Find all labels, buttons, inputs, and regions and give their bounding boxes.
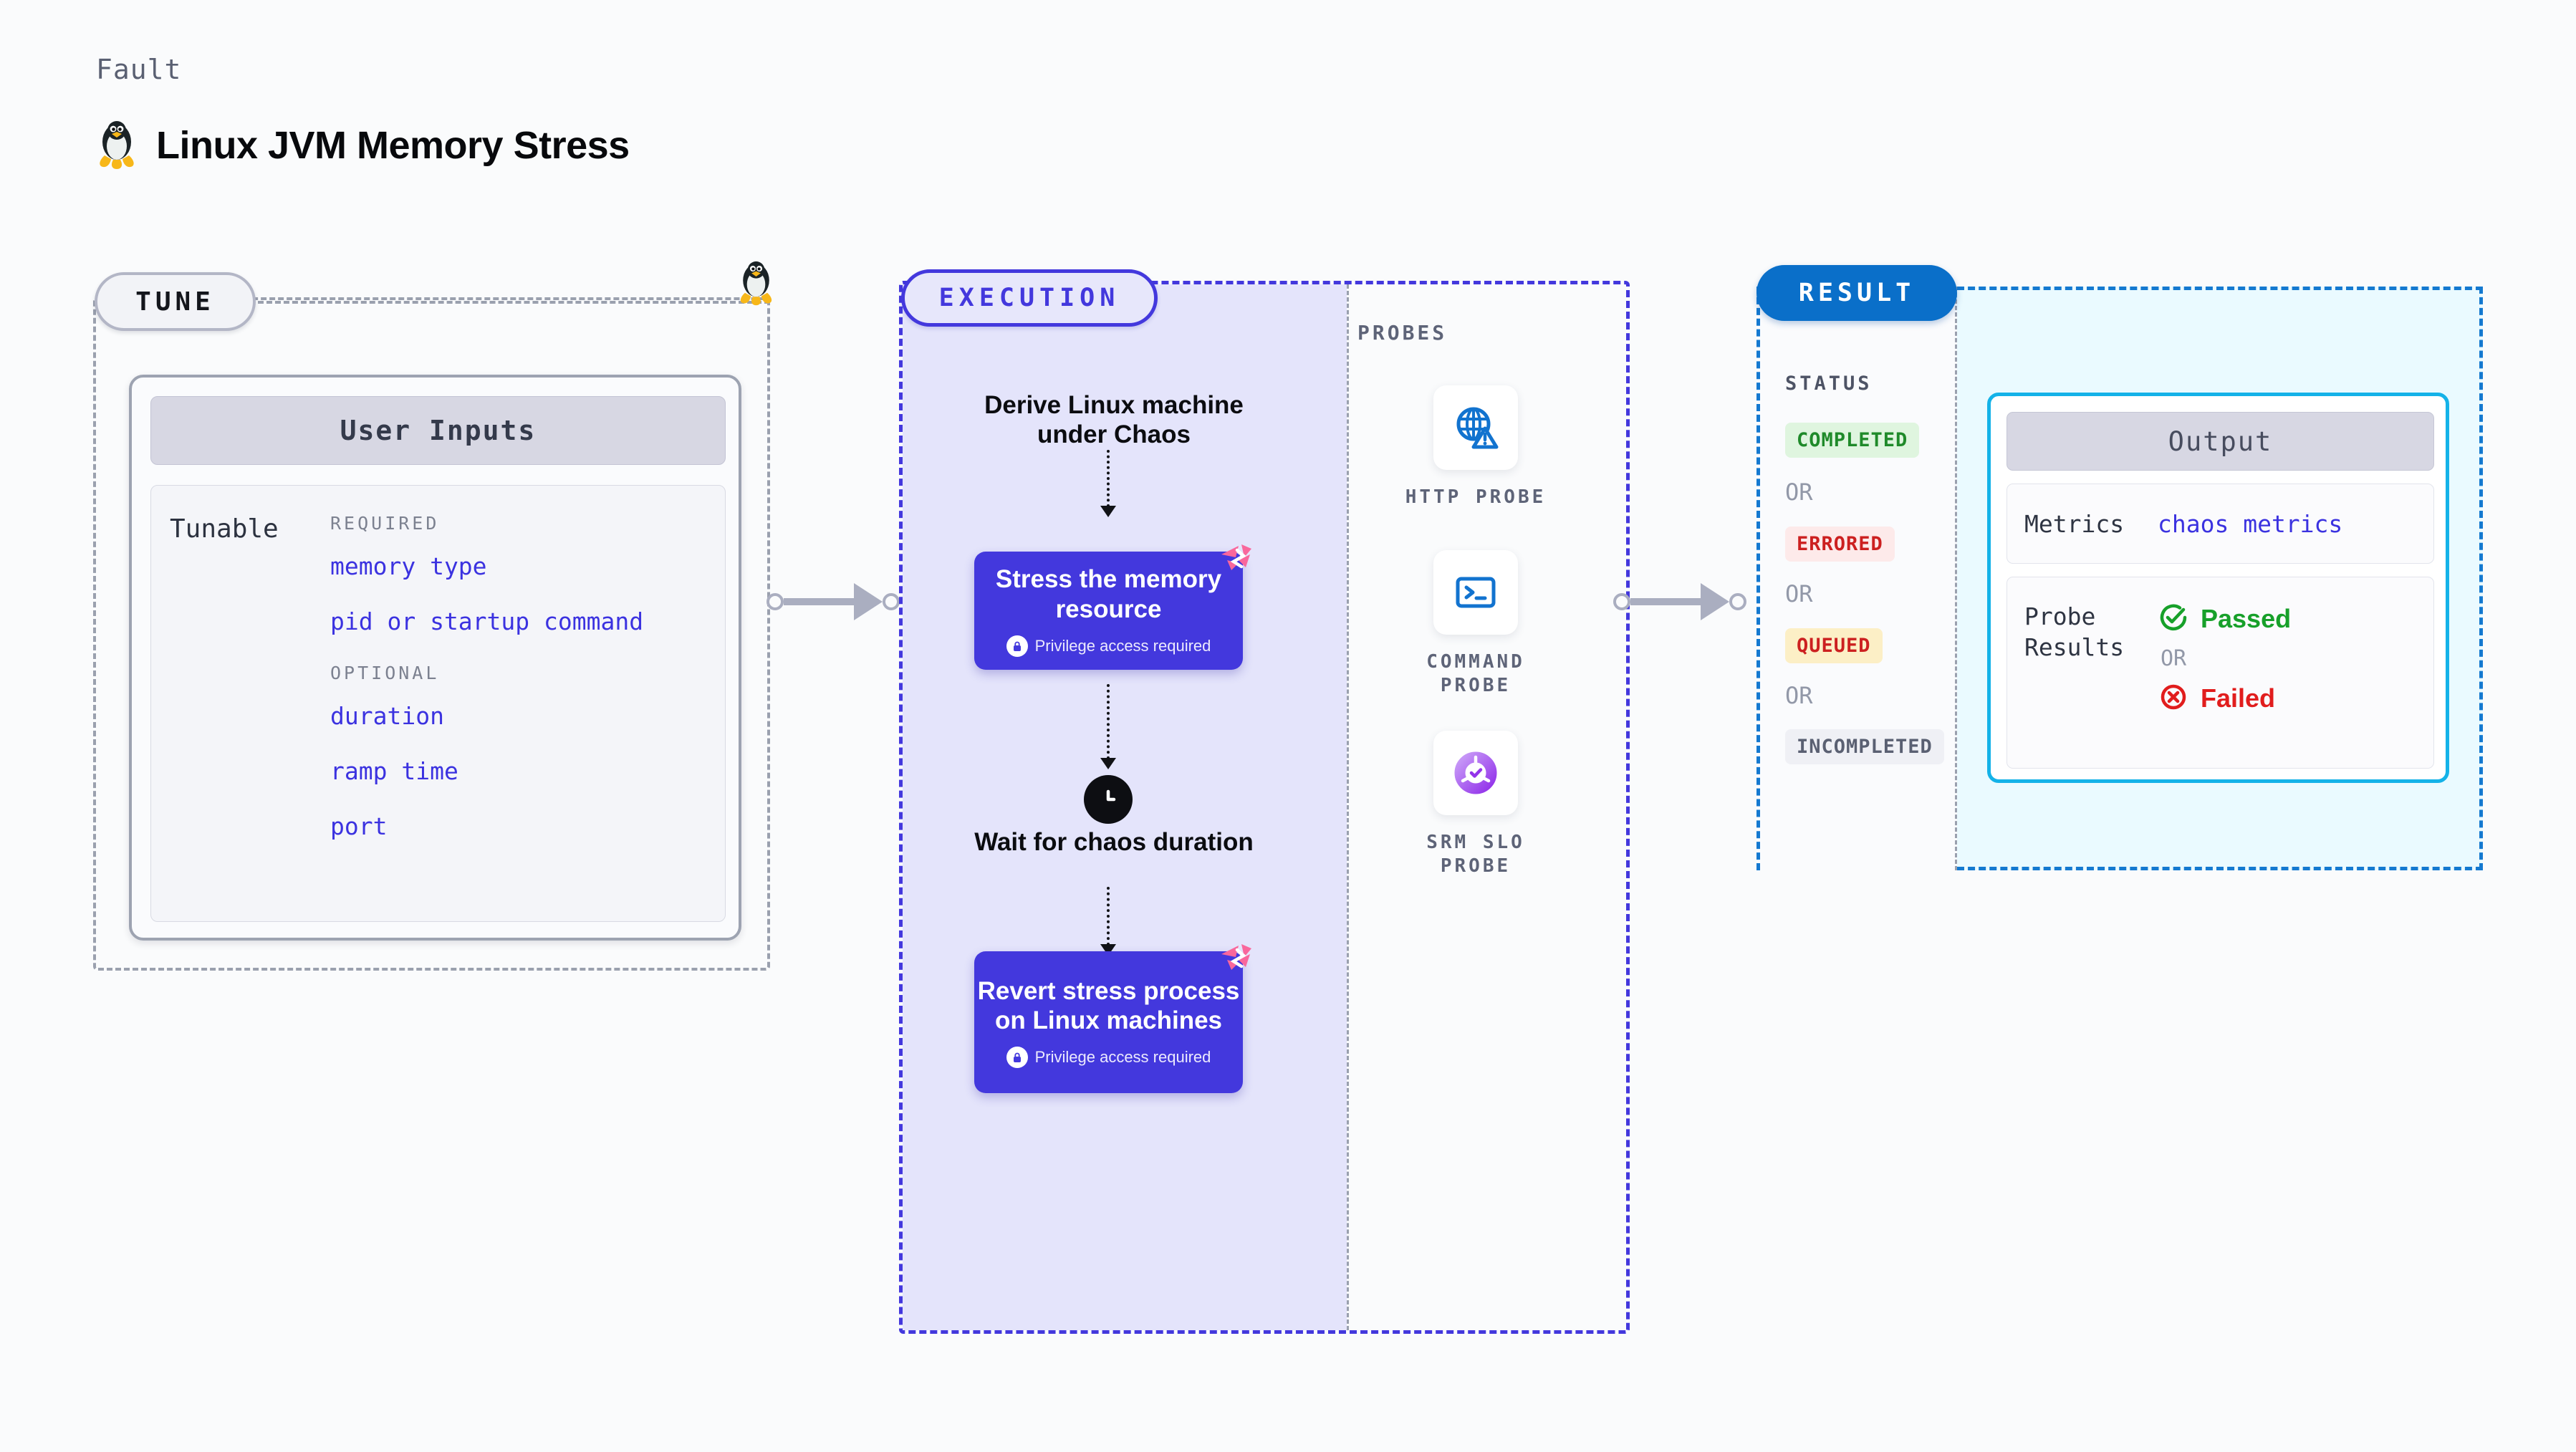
chaos-mark-icon: [1210, 533, 1261, 585]
connector-execution-to-result: [1613, 583, 1756, 620]
execution-flow-arrow-1: [1107, 450, 1110, 507]
connector-line: [784, 598, 855, 605]
status-badge-queued: QUEUED: [1785, 628, 1883, 663]
user-inputs-card: User Inputs Tunable REQUIRED memory type…: [129, 375, 741, 941]
result-badge-label: RESULT: [1798, 279, 1916, 307]
clock-icon: [1084, 775, 1133, 824]
result-status-column: [1756, 287, 1957, 870]
tunable-item-duration[interactable]: duration: [330, 702, 444, 730]
tunable-box: Tunable REQUIRED memory type pid or star…: [150, 485, 726, 922]
status-or-3: OR: [1785, 682, 1813, 709]
probes-divider: [1347, 284, 1349, 1330]
probe-results-label: Probe Results: [2024, 602, 2125, 661]
tune-stage-badge[interactable]: TUNE: [95, 272, 256, 331]
node-title: Revert stress process on Linux machines: [977, 976, 1240, 1034]
connector-arrowhead: [854, 583, 883, 620]
output-title: Output: [2168, 425, 2273, 457]
tunable-item-memory-type[interactable]: memory type: [330, 552, 487, 580]
probe-label-http: HTTP PROBE: [1405, 486, 1547, 508]
probes-title: PROBES: [1357, 321, 1448, 345]
status-badge-errored: ERRORED: [1785, 527, 1895, 562]
output-card: Output Metrics chaos metrics Probe Resul…: [1987, 393, 2449, 783]
lock-icon: [1006, 635, 1028, 657]
connector-start-dot: [1613, 593, 1630, 610]
lock-icon: [1006, 1047, 1028, 1069]
globe-warning-icon: [1433, 385, 1518, 470]
tune-leader-line: [258, 301, 770, 304]
probe-label-command: COMMAND PROBE: [1426, 651, 1525, 696]
probe-verdict-failed-label: Failed: [2201, 683, 2276, 713]
page-title: Linux JVM Memory Stress: [156, 124, 630, 167]
output-row-probe-results: Probe Results Passed OR: [2007, 577, 2434, 769]
chaos-mark-icon: [1210, 933, 1261, 984]
fault-title-row: Linux JVM Memory Stress: [96, 120, 630, 170]
result-stage-badge[interactable]: RESULT: [1756, 265, 1957, 321]
node-privilege-note: Privilege access required: [1006, 1047, 1211, 1069]
connector-line: [1630, 598, 1702, 605]
probe-item-http[interactable]: HTTP PROBE: [1386, 385, 1565, 509]
fault-eyebrow-label: Fault: [96, 54, 182, 85]
status-badge-completed: COMPLETED: [1785, 423, 1920, 458]
tunable-item-ramp-time[interactable]: ramp time: [330, 757, 458, 785]
probe-item-srm-slo[interactable]: SRM SLO PROBE: [1386, 731, 1565, 878]
probe-verdicts: Passed OR Failed: [2158, 602, 2291, 716]
connector-end-dot: [1729, 593, 1746, 610]
terminal-icon: [1433, 550, 1518, 635]
connector-tune-to-execution: [766, 583, 910, 620]
execution-node-revert-stress[interactable]: Revert stress process on Linux machines …: [974, 944, 1251, 1093]
execution-flow-arrow-3: [1107, 887, 1110, 946]
execution-badge-label: EXECUTION: [938, 284, 1120, 312]
output-header: Output: [2007, 412, 2434, 471]
execution-flow-arrow-2: [1107, 684, 1110, 759]
tunable-list: REQUIRED memory type pid or startup comm…: [330, 486, 643, 921]
slo-donut-check-icon: [1433, 731, 1518, 815]
tunable-group-title-required: REQUIRED: [330, 513, 440, 534]
execution-flow-arrowhead-2: [1100, 758, 1116, 769]
tunable-group-title-optional: OPTIONAL: [330, 663, 440, 683]
node-privilege-text: Privilege access required: [1034, 1048, 1211, 1067]
status-badge-incompleted: INCOMPLETED: [1785, 729, 1944, 764]
tunable-item-pid-or-startup-command[interactable]: pid or startup command: [330, 607, 644, 635]
probe-label-srm-slo: SRM SLO PROBE: [1426, 832, 1525, 877]
status-or-1: OR: [1785, 479, 1813, 506]
tunable-item-port[interactable]: port: [330, 812, 388, 840]
node-privilege-text: Privilege access required: [1034, 636, 1211, 655]
status-title: STATUS: [1785, 372, 1873, 395]
tune-panel: [93, 297, 770, 971]
linux-penguin-icon: [96, 120, 138, 170]
execution-step-derive-machine: Derive Linux machine under Chaos: [984, 391, 1244, 449]
x-circle-icon: [2158, 681, 2189, 716]
tune-badge-label: TUNE: [135, 287, 215, 317]
probe-verdict-failed: Failed: [2158, 681, 2291, 716]
execution-node-stress-memory[interactable]: Stress the memory resource Privilege acc…: [974, 544, 1251, 670]
probe-item-command[interactable]: COMMAND PROBE: [1386, 550, 1565, 697]
connector-arrowhead: [1701, 583, 1729, 620]
connector-start-dot: [766, 593, 784, 610]
output-row-metrics: Metrics chaos metrics: [2007, 484, 2434, 564]
linux-penguin-corner-icon: [736, 261, 776, 307]
metrics-value[interactable]: chaos metrics: [2158, 509, 2343, 538]
status-or-2: OR: [1785, 580, 1813, 607]
metrics-label: Metrics: [2024, 509, 2125, 538]
check-circle-icon: [2158, 602, 2189, 636]
probe-verdict-or: OR: [2161, 646, 2187, 671]
execution-stage-badge[interactable]: EXECUTION: [901, 269, 1158, 327]
user-inputs-header: User Inputs: [150, 396, 726, 465]
connector-end-dot: [883, 593, 900, 610]
user-inputs-title: User Inputs: [340, 415, 537, 446]
tunable-label: Tunable: [170, 514, 279, 544]
execution-step-wait-for-chaos: Wait for chaos duration: [974, 828, 1254, 856]
probe-verdict-passed: Passed: [2158, 602, 2291, 636]
probe-verdict-passed-label: Passed: [2201, 604, 2292, 633]
node-privilege-note: Privilege access required: [1006, 635, 1211, 657]
execution-flow-arrowhead-1: [1100, 506, 1116, 517]
node-title: Stress the memory resource: [995, 565, 1222, 623]
